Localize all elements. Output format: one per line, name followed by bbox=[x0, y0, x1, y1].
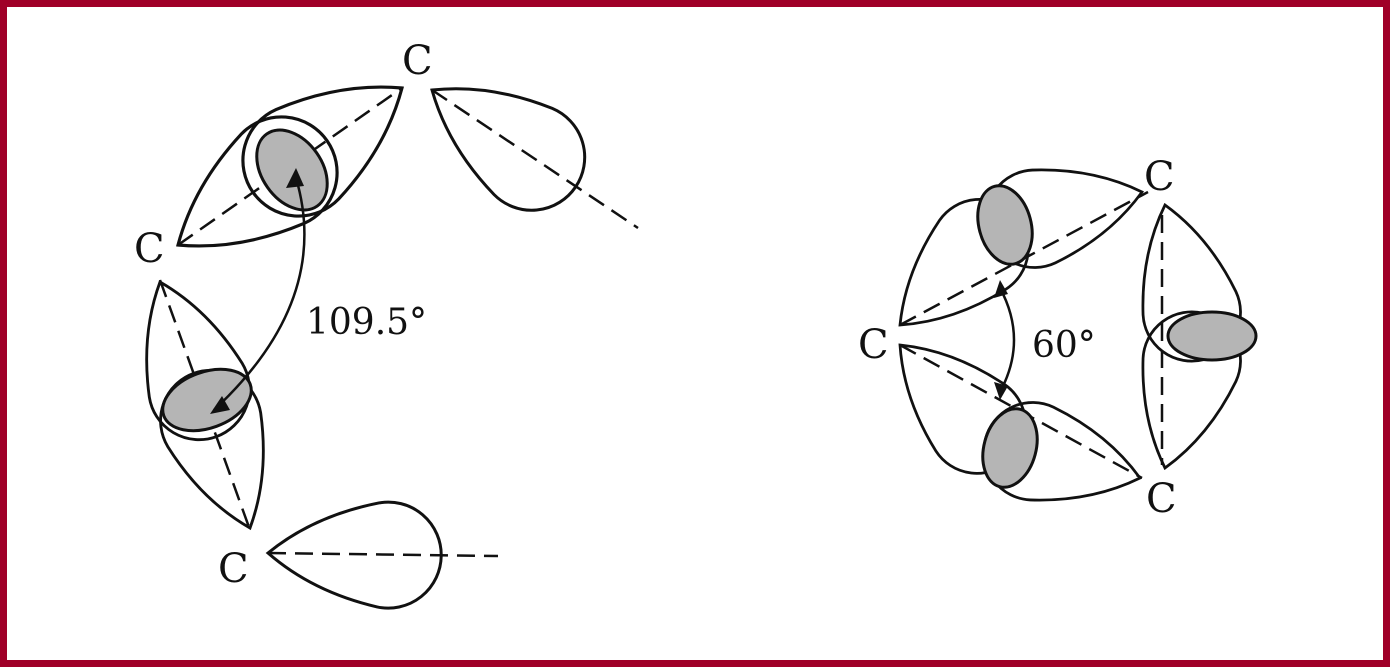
orbital-overlap bbox=[255, 128, 329, 212]
arrowhead-icon bbox=[994, 280, 1008, 298]
carbon-label: C bbox=[1146, 476, 1177, 522]
bond-axis-top-right bbox=[431, 88, 639, 230]
bond-angle-arc bbox=[213, 177, 306, 411]
orbital-overlap bbox=[1166, 310, 1258, 362]
carbon-label: C bbox=[858, 322, 889, 368]
carbon-label: C bbox=[134, 226, 165, 272]
bond-axis-left bbox=[158, 279, 252, 531]
orbital-overlap bbox=[976, 184, 1034, 266]
arrowhead-icon bbox=[210, 396, 230, 414]
carbon-label: C bbox=[218, 546, 249, 592]
arrowhead-icon bbox=[286, 168, 304, 188]
orbital-overlap bbox=[161, 367, 253, 433]
bond-angle-label: 60° bbox=[1032, 325, 1096, 366]
bond-angle-arc bbox=[998, 287, 1016, 393]
arrowhead-icon bbox=[994, 382, 1008, 400]
left-figure: C C C 109.5° bbox=[111, 38, 639, 611]
carbon-label: C bbox=[1144, 154, 1175, 200]
carbon-label: C bbox=[402, 38, 433, 84]
orbital-overlap bbox=[981, 407, 1039, 489]
bond-axis-bottom-right bbox=[267, 551, 499, 558]
right-figure: C C C 60° bbox=[858, 143, 1258, 527]
bond-angle-label: 109.5° bbox=[306, 302, 427, 343]
